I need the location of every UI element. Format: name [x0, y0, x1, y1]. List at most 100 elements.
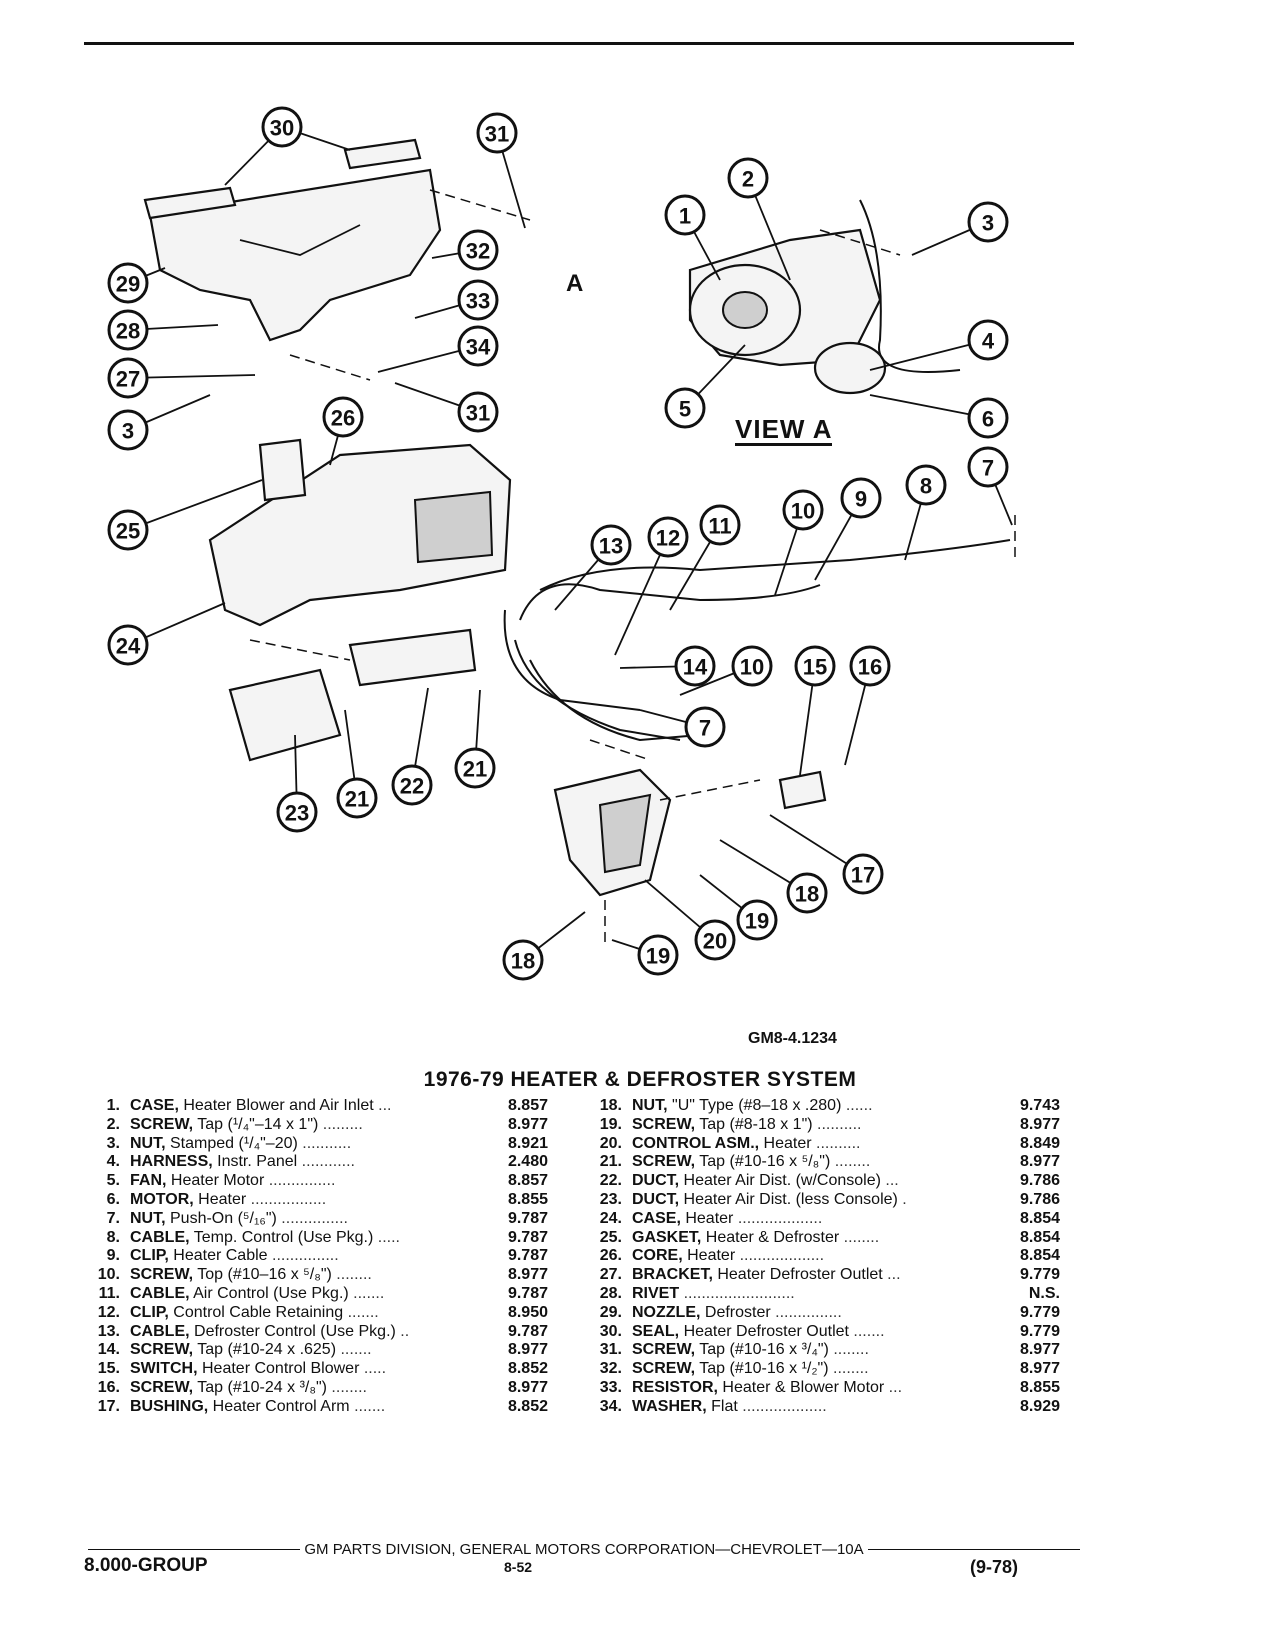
- part-description: CABLE, Defroster Control (Use Pkg.) ..: [130, 1323, 478, 1342]
- view-a-label: VIEW A: [735, 414, 833, 446]
- part-description: CASE, Heater ...................: [632, 1210, 990, 1229]
- part-number: 23.: [599, 1190, 622, 1208]
- part-detail: Temp. Control (Use Pkg.): [189, 1228, 374, 1246]
- part-number: 31.: [599, 1341, 622, 1359]
- callout-number: 7: [982, 456, 994, 481]
- callout-number: 31: [466, 401, 490, 426]
- part-number: 18.: [599, 1097, 622, 1114]
- leader-dots: ........: [331, 1266, 372, 1284]
- callout-2: 2: [727, 157, 769, 199]
- part-number: 15.: [97, 1360, 120, 1378]
- view-arrow-label: A: [566, 270, 584, 297]
- part-group-code: 8.855: [507, 1190, 548, 1208]
- part-number: 13.: [97, 1322, 120, 1340]
- callout-number: 30: [270, 116, 294, 141]
- parts-list-right: 18.NUT, "U" Type (#8–18 x .280) ......9.…: [580, 1097, 1060, 1417]
- callout-number: 15: [803, 655, 827, 680]
- leader-dots: ...............: [267, 1247, 339, 1265]
- part-number: 30.: [599, 1322, 622, 1340]
- part-name: CASE,: [632, 1209, 681, 1227]
- leader-dots: ...: [373, 1097, 392, 1114]
- part-name: CASE,: [130, 1097, 179, 1114]
- callout-number: 17: [851, 863, 875, 888]
- control-cables: [503, 539, 1011, 742]
- part-detail: Tap (#8-18 x 1"): [695, 1115, 813, 1133]
- leader-dots: .........: [318, 1115, 363, 1133]
- part-name: SWITCH,: [130, 1360, 198, 1378]
- part-detail: Heater: [682, 1247, 736, 1265]
- callout-11: 11: [699, 504, 741, 546]
- part-detail: Defroster: [700, 1303, 771, 1321]
- part-number: 24.: [599, 1209, 622, 1227]
- part-group-code: 8.929: [1019, 1397, 1060, 1415]
- callout-number: 18: [795, 882, 819, 907]
- part-description: SCREW, Tap (#10-16 x ³/₄") ........: [632, 1341, 990, 1360]
- part-group-code: 8.855: [1019, 1378, 1060, 1396]
- leader-dots: ...........: [297, 1134, 352, 1152]
- defroster-duct: [143, 138, 442, 342]
- callout-10: 10: [782, 489, 824, 531]
- leader-dots: ...................: [733, 1209, 823, 1227]
- part-row: 5.FAN, Heater Motor ...............8.857: [78, 1172, 548, 1191]
- part-description: SWITCH, Heater Control Blower .....: [130, 1360, 478, 1379]
- leader-dots: ...: [880, 1172, 899, 1190]
- part-detail: Defroster Control (Use Pkg.): [189, 1322, 396, 1340]
- part-detail: Heater Cable: [168, 1247, 268, 1265]
- part-row: 11.CABLE, Air Control (Use Pkg.) .......…: [78, 1285, 548, 1304]
- leader-dots: ..: [395, 1322, 410, 1340]
- part-number: 27.: [599, 1266, 622, 1284]
- callout-15: 15: [794, 645, 836, 687]
- part-detail: Instr. Panel: [212, 1153, 298, 1171]
- part-number: 12.: [97, 1303, 120, 1321]
- leader-dots: .........................: [679, 1284, 795, 1302]
- callout-number: 33: [466, 289, 490, 314]
- part-description: NUT, Push-On (⁵/₁₆") ...............: [130, 1210, 478, 1229]
- part-group-code: 8.977: [507, 1266, 548, 1284]
- part-row: 23.DUCT, Heater Air Dist. (less Console)…: [580, 1191, 1060, 1210]
- part-row: 33.RESISTOR, Heater & Blower Motor ...8.…: [580, 1379, 1060, 1398]
- part-name: FAN,: [130, 1172, 167, 1190]
- callout-20: 20: [694, 919, 736, 961]
- callout-number: 31: [485, 122, 509, 147]
- part-name: CLIP,: [130, 1247, 169, 1265]
- part-row: 14.SCREW, Tap (#10-24 x .625) .......8.9…: [78, 1341, 548, 1360]
- part-group-code: 8.854: [1019, 1228, 1060, 1246]
- callout-number: 5: [679, 397, 691, 422]
- part-row: 27.BRACKET, Heater Defroster Outlet ...9…: [580, 1266, 1060, 1285]
- part-detail: Tap (#10-16 x ³/₄"): [695, 1341, 829, 1359]
- part-number: 14.: [97, 1341, 120, 1359]
- part-group-code: 8.857: [507, 1097, 548, 1114]
- part-description: FAN, Heater Motor ...............: [130, 1172, 478, 1191]
- part-number: 4.: [106, 1153, 120, 1171]
- callout-34: 34: [457, 325, 499, 367]
- callout-19: 19: [637, 934, 679, 976]
- part-description: SCREW, Tap (#8-18 x 1") ..........: [632, 1116, 990, 1135]
- part-row: 16.SCREW, Tap (#10-24 x ³/₈") ........8.…: [78, 1379, 548, 1398]
- part-description: NOZZLE, Defroster ...............: [632, 1304, 990, 1323]
- part-number: 8.: [106, 1228, 120, 1246]
- heater-case: [208, 438, 512, 627]
- part-group-code: 8.921: [507, 1134, 548, 1152]
- figure-code: GM8-4.1234: [748, 1030, 837, 1047]
- callout-19: 19: [736, 899, 778, 941]
- part-row: 25.GASKET, Heater & Defroster ........8.…: [580, 1229, 1060, 1248]
- part-group-code: 8.857: [507, 1172, 548, 1190]
- callout-number: 11: [708, 514, 731, 539]
- part-name: BRACKET,: [632, 1266, 713, 1284]
- leader-dots: ............: [297, 1153, 355, 1171]
- part-name: NUT,: [130, 1209, 166, 1227]
- part-description: NUT, Stamped (¹/₄"–20) ...........: [130, 1135, 478, 1154]
- callout-number: 12: [656, 526, 680, 551]
- callout-number: 2: [742, 167, 754, 192]
- part-description: HARNESS, Instr. Panel ............: [130, 1153, 478, 1172]
- part-detail: Tap (#10-16 x ¹/₂"): [695, 1360, 829, 1378]
- part-name: SCREW,: [632, 1360, 696, 1378]
- part-description: NUT, "U" Type (#8–18 x .280) ......: [632, 1097, 990, 1116]
- leader-dots: ...: [884, 1378, 903, 1396]
- part-name: SCREW,: [130, 1378, 194, 1396]
- part-description: CABLE, Air Control (Use Pkg.) .......: [130, 1285, 478, 1304]
- part-row: 13. CABLE, Defroster Control (Use Pkg.) .…: [78, 1323, 548, 1342]
- part-description: SCREW, Tap (¹/₄"–14 x 1") .........: [130, 1116, 478, 1135]
- part-group-code: 9.787: [507, 1228, 548, 1246]
